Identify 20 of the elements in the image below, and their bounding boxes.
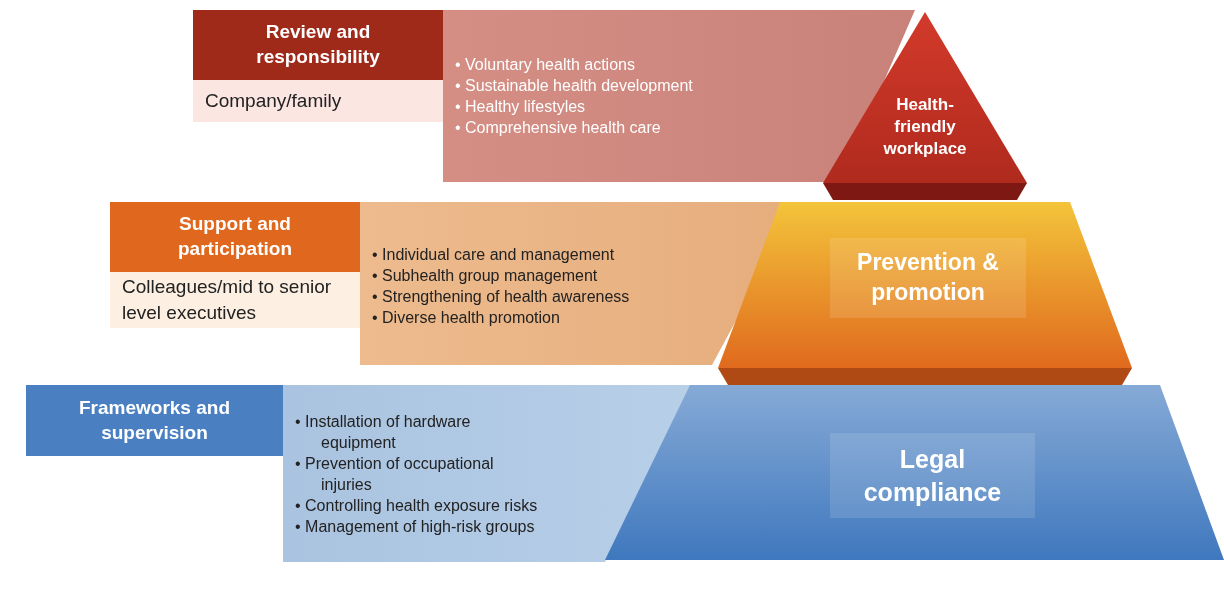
tier-header: Frameworks and supervision <box>26 385 283 456</box>
bullet-item: • Strengthening of health awareness <box>372 287 631 307</box>
bullet-item: • Installation of hardware equipment <box>295 412 472 453</box>
bullet-item: • Diverse health promotion <box>372 308 561 328</box>
tier-header: Review and responsibility <box>193 10 443 80</box>
tier-header: Support and participation <box>110 202 360 272</box>
audience-label: Company/family <box>193 80 443 122</box>
bullet-item: • Controlling health exposure risks <box>295 496 539 516</box>
bullet-item: • Healthy lifestyles <box>455 97 587 117</box>
bullet-item: • Subhealth group management <box>372 266 599 286</box>
bullet-item: • Management of high-risk groups <box>295 517 536 537</box>
tier-title: Prevention & promotion <box>830 238 1026 318</box>
tier-title: Legal compliance <box>830 433 1035 518</box>
bullet-item: • Individual care and management <box>372 245 616 265</box>
bullet-item: • Comprehensive health care <box>455 118 662 138</box>
bullet-item: • Prevention of occupational injuries <box>295 454 495 495</box>
audience-label: Colleagues/mid to senior level executives <box>110 272 360 328</box>
bullet-item: • Sustainable health development <box>455 76 694 96</box>
bullet-item: • Voluntary health actions <box>455 55 636 75</box>
tier-title: Health-friendly workplace <box>882 94 968 161</box>
